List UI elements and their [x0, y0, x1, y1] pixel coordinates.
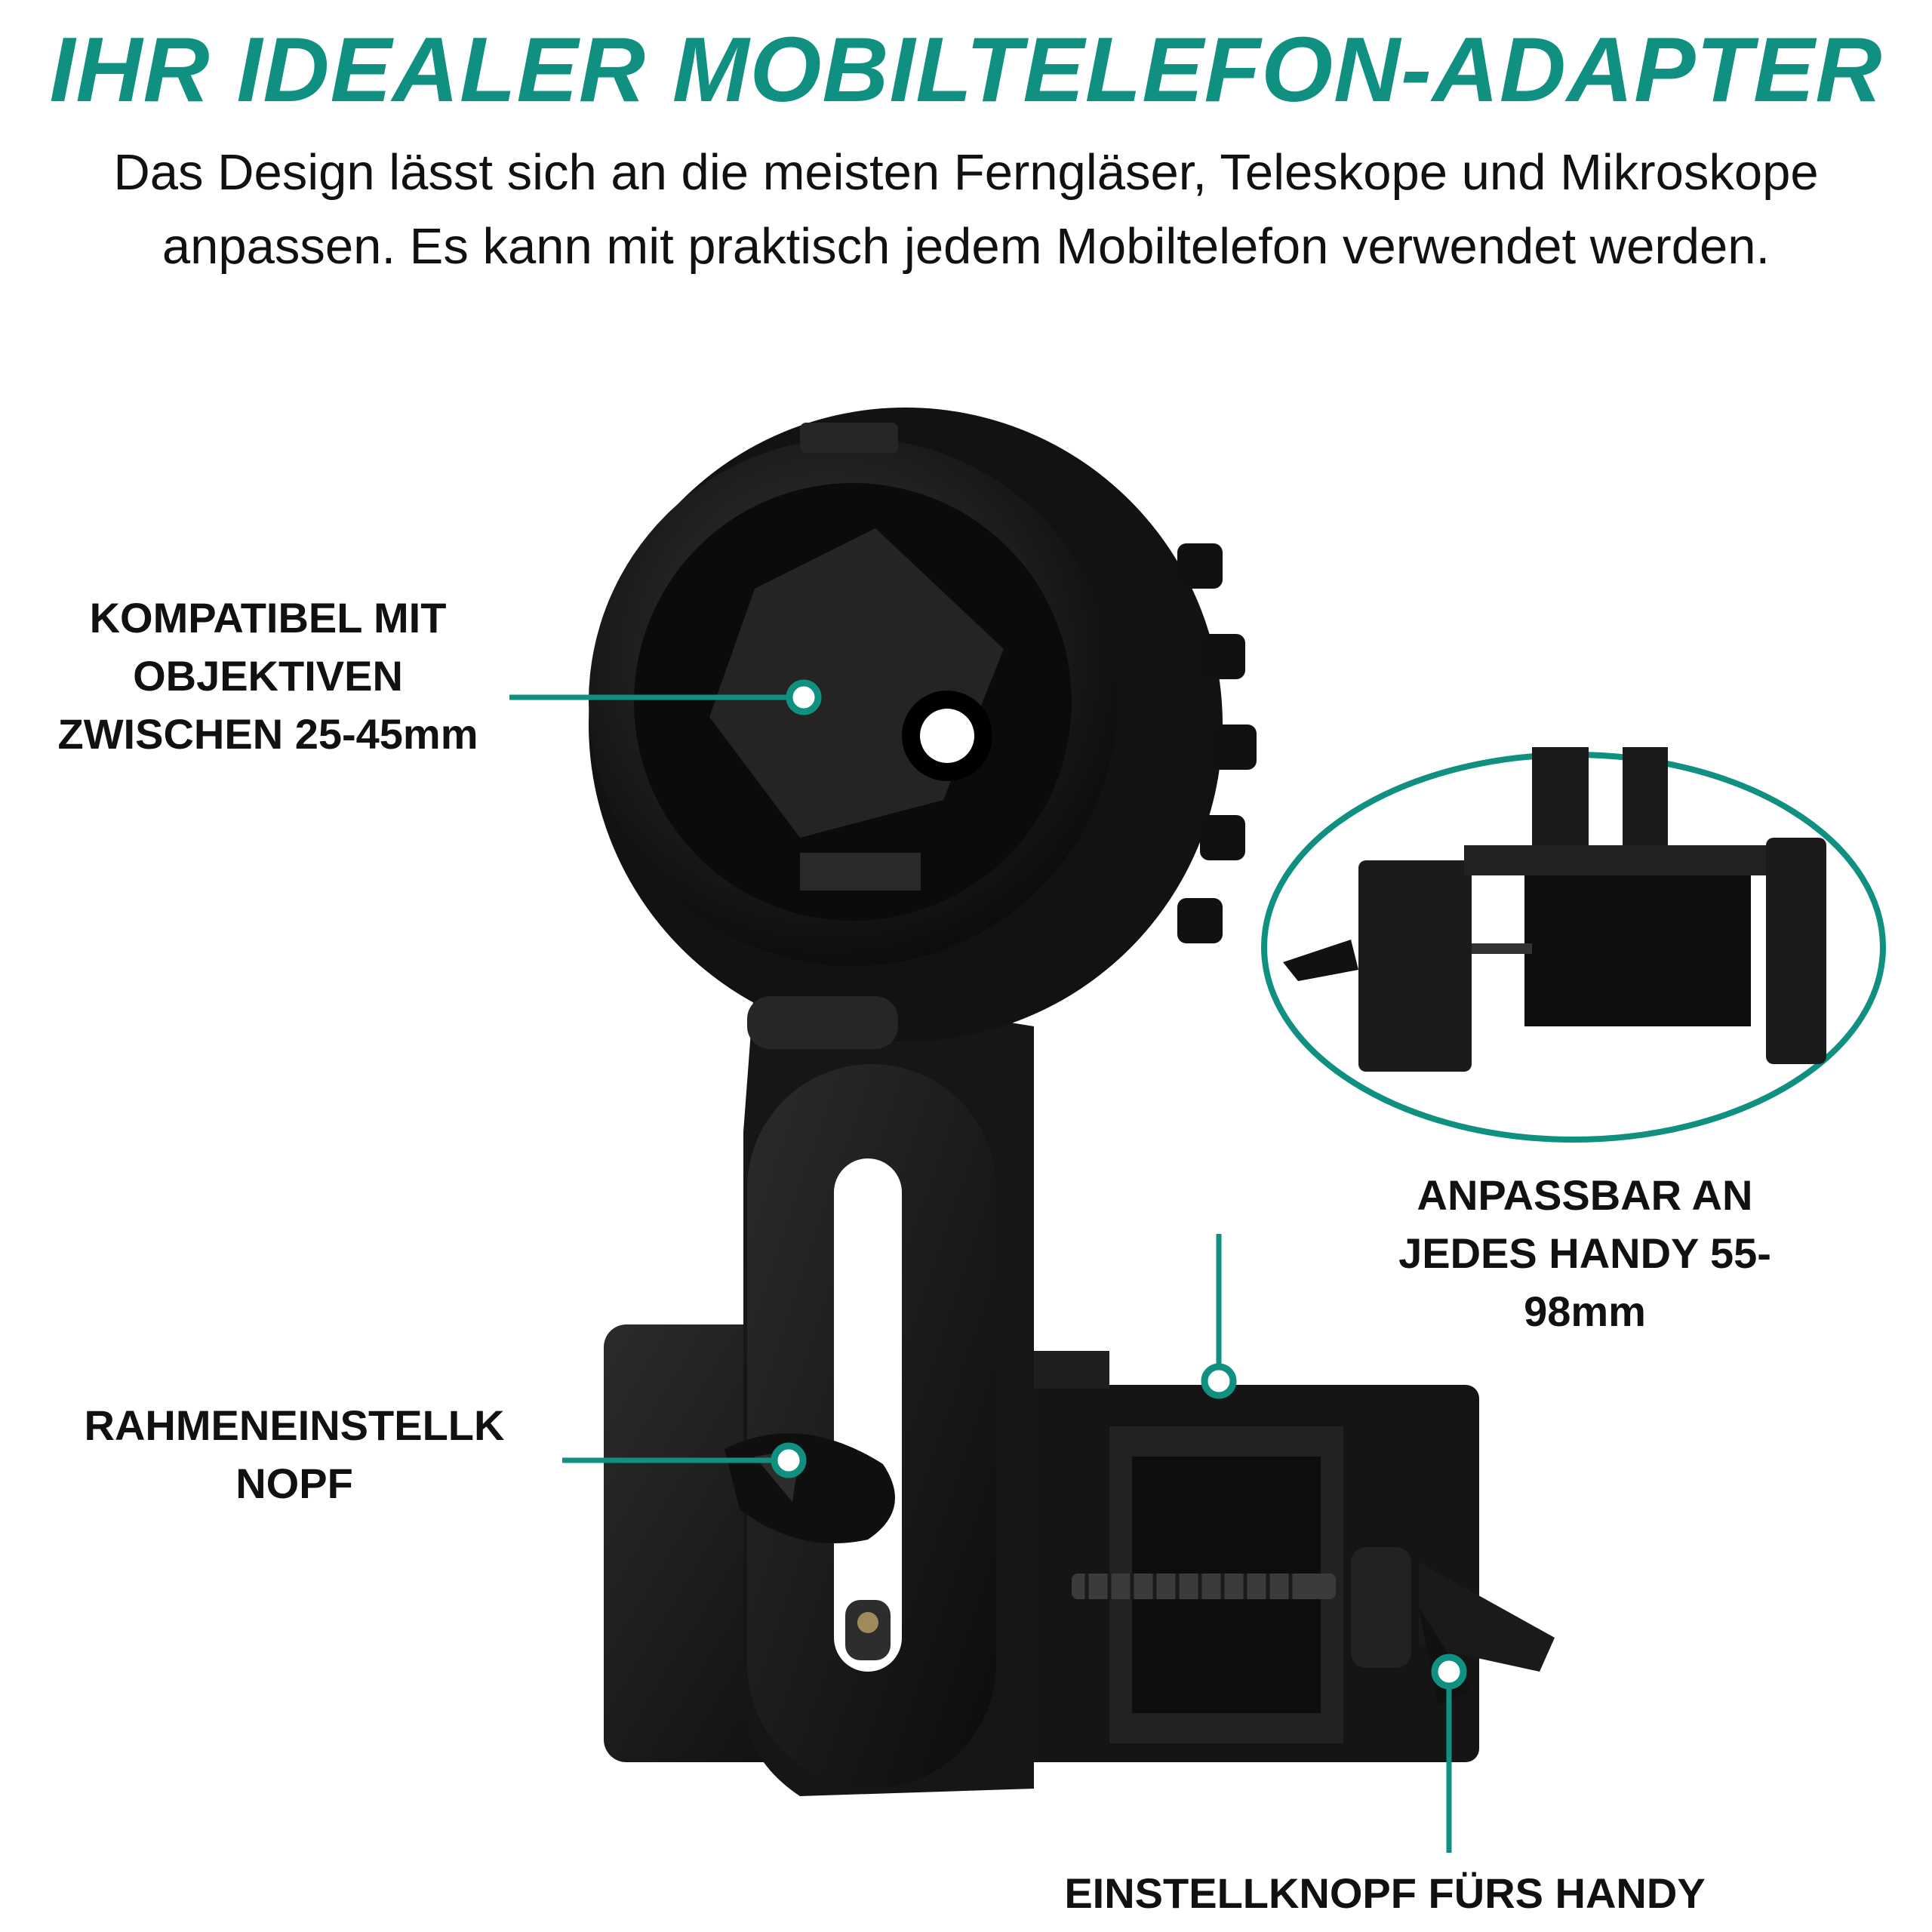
callout-phone-compatibility: ANPASSBAR AN JEDES HANDY 55-98mm [1398, 1171, 1771, 1335]
page-title: IHR IDEALER MOBILTELEFON-ADAPTER [49, 18, 1883, 121]
callout-frame-knob: RAHMENEINSTELLK NOPF [84, 1401, 505, 1507]
page-subtitle: Das Design lässt sich an die meisten Fer… [113, 144, 1819, 275]
callout-phone-knob: EINSTELLKNOPF FÜRS HANDY [1064, 1869, 1706, 1917]
eyepiece-ring [589, 408, 1257, 1049]
adapter-arm [724, 981, 1034, 1796]
phone-clamp-detail-photo [1261, 747, 1886, 1143]
callout-dot-icon [771, 679, 1467, 1690]
callout-lens-compatibility: KOMPATIBEL MIT OBJEKTIVEN ZWISCHEN 25-45… [57, 594, 478, 758]
